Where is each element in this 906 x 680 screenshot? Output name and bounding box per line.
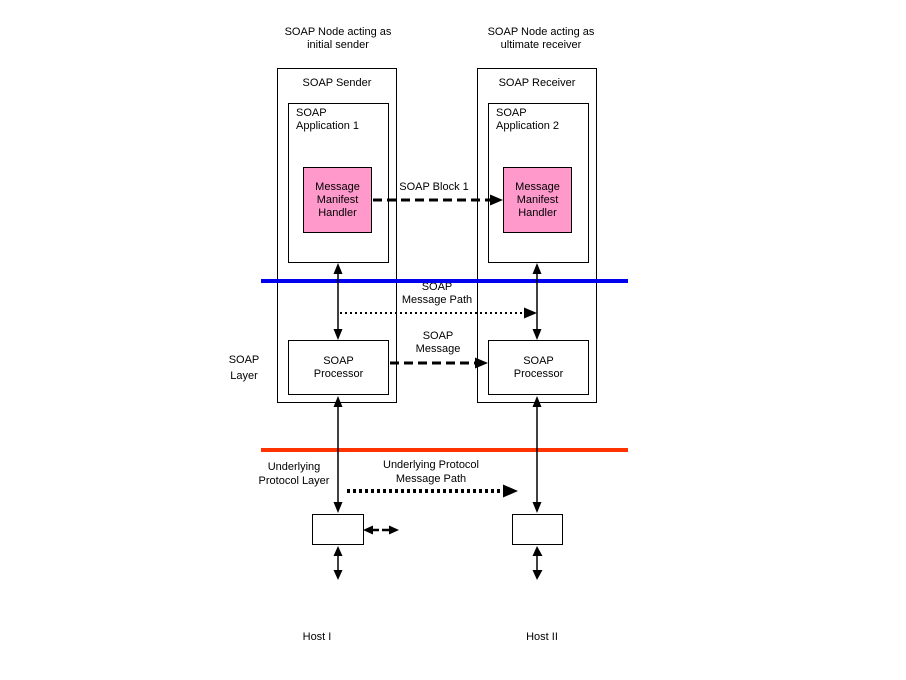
message-manifest-handler-sender-box: Message Manifest Handler (303, 167, 372, 233)
host-1-label: Host I (302, 631, 332, 643)
soap-block-label: SOAP Block 1 (399, 181, 469, 193)
underlying-protocol-layer-label: Underlying Protocol Layer (258, 461, 330, 487)
host-2-box (512, 514, 563, 545)
soap-sender-title: SOAP Sender (302, 77, 372, 89)
soap-receiver-title: SOAP Receiver (498, 77, 576, 89)
underlying-protocol-path-arrowhead-icon (503, 484, 518, 498)
soap-processor-receiver-label: SOAP Processor (513, 354, 564, 380)
soap-processor-sender-label: SOAP Processor (313, 354, 364, 380)
underlying-layer-divider-line (261, 448, 628, 452)
host-1-box (312, 514, 364, 545)
processor-host-link-sender (333, 396, 343, 513)
right-arrowhead-icon (389, 525, 399, 535)
soap-processor-receiver-box: SOAP Processor (488, 340, 589, 395)
soap-message-path-label: SOAP Message Path (401, 281, 473, 306)
soap-message-label: SOAP Message (415, 330, 461, 355)
soap-processor-sender-box: SOAP Processor (288, 340, 389, 395)
soap-application-1-title: SOAP Application 1 (296, 107, 359, 132)
host-1-side-link (363, 525, 399, 535)
message-manifest-handler-receiver-box: Message Manifest Handler (503, 167, 572, 233)
down-arrowhead-icon (333, 570, 343, 580)
left-arrowhead-icon (363, 525, 373, 535)
underlying-protocol-message-path-label: Underlying Protocol Message Path (383, 459, 479, 485)
soap-message-arrow (390, 357, 488, 369)
host-2-label: Host II (526, 631, 558, 643)
host-1-down-link (333, 546, 343, 580)
soap-layer-label: SOAP Layer (228, 354, 260, 382)
host-2-down-link (532, 546, 543, 580)
down-arrowhead-icon (333, 502, 343, 513)
sender-node-caption: SOAP Node acting as initial sender (284, 26, 392, 51)
underlying-protocol-path-arrow (347, 484, 518, 498)
message-manifest-handler-sender-label: Message Manifest Handler (315, 180, 360, 219)
soap-application-2-title: SOAP Application 2 (496, 107, 559, 132)
receiver-node-caption: SOAP Node acting as ultimate receiver (487, 26, 595, 51)
message-manifest-handler-receiver-label: Message Manifest Handler (515, 180, 560, 219)
up-arrowhead-icon (333, 546, 343, 556)
up-arrowhead-icon (532, 546, 543, 556)
down-arrowhead-icon (532, 502, 542, 513)
down-arrowhead-icon (532, 570, 543, 580)
soap-layer-divider-line (261, 279, 628, 283)
processor-host-link-receiver (532, 396, 542, 513)
